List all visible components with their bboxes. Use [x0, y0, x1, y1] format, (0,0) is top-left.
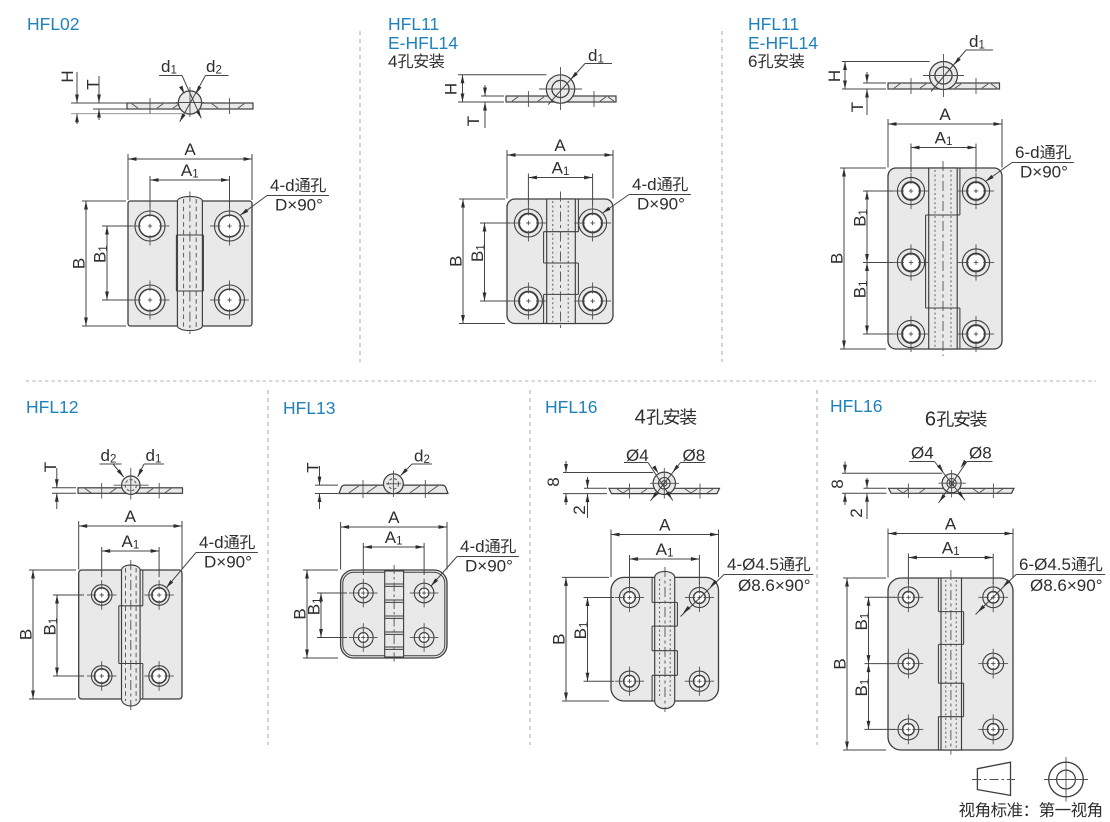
svg-text:4-Ø4.5: 4-Ø4.5 — [727, 555, 779, 574]
svg-text:HFL16: HFL16 — [830, 396, 883, 416]
svg-text:T: T — [848, 102, 867, 112]
svg-text:B: B — [828, 253, 847, 264]
svg-text:4: 4 — [388, 52, 397, 71]
svg-text:Ø8: Ø8 — [683, 446, 706, 465]
svg-text:HFL02: HFL02 — [27, 14, 80, 34]
svg-text:A: A — [125, 507, 137, 526]
svg-text:D×90°: D×90° — [637, 195, 685, 214]
svg-text:6: 6 — [925, 409, 936, 431]
svg-text:Ø8.6×90°: Ø8.6×90° — [1030, 576, 1103, 595]
svg-text:HFL13: HFL13 — [283, 398, 336, 418]
svg-text:H: H — [58, 70, 77, 82]
svg-text:H: H — [442, 83, 461, 95]
svg-text:D×90°: D×90° — [204, 553, 252, 572]
svg-text:2: 2 — [570, 505, 589, 514]
svg-text:Ø8: Ø8 — [969, 444, 992, 463]
svg-text:4-d: 4-d — [460, 537, 485, 556]
svg-text:T: T — [304, 462, 323, 472]
svg-text:HFL11: HFL11 — [388, 14, 439, 34]
svg-text:HFL12: HFL12 — [26, 397, 79, 417]
svg-text:H: H — [825, 70, 844, 82]
svg-text:8: 8 — [828, 479, 847, 488]
svg-text:6-d: 6-d — [1015, 143, 1040, 162]
svg-text:A: A — [659, 516, 671, 535]
svg-text:2: 2 — [847, 508, 866, 517]
svg-text:Ø4: Ø4 — [626, 446, 649, 465]
svg-text:HFL11: HFL11 — [748, 14, 799, 34]
svg-text:A: A — [945, 515, 957, 534]
svg-text:D×90°: D×90° — [275, 196, 323, 215]
svg-text:A: A — [388, 508, 400, 527]
svg-text:B: B — [291, 608, 310, 619]
svg-text:HFL16: HFL16 — [545, 397, 598, 417]
svg-text:D×90°: D×90° — [1020, 163, 1068, 182]
svg-text:B: B — [447, 256, 466, 267]
svg-text:4-d: 4-d — [632, 175, 657, 194]
svg-text:B: B — [550, 634, 569, 645]
svg-text:A: A — [184, 140, 196, 159]
svg-text:B: B — [831, 658, 850, 669]
svg-text:Ø8.6×90°: Ø8.6×90° — [738, 576, 811, 595]
svg-text:B: B — [70, 258, 89, 269]
svg-text:B: B — [17, 629, 36, 640]
svg-text:A: A — [939, 105, 951, 124]
svg-text:4-d: 4-d — [199, 533, 224, 552]
svg-text:D×90°: D×90° — [465, 557, 513, 576]
svg-text:T: T — [41, 462, 60, 472]
svg-text:T: T — [84, 79, 103, 89]
svg-text:A: A — [554, 136, 566, 155]
svg-text:6: 6 — [748, 52, 757, 71]
svg-text:4-d: 4-d — [270, 176, 295, 195]
svg-text:T: T — [464, 116, 483, 126]
svg-text:4: 4 — [635, 407, 646, 429]
svg-text:E-HFL14: E-HFL14 — [748, 33, 818, 53]
svg-text:8: 8 — [544, 477, 563, 486]
svg-text:Ø4: Ø4 — [911, 444, 934, 463]
svg-text:E-HFL14: E-HFL14 — [388, 33, 458, 53]
svg-text:6-Ø4.5: 6-Ø4.5 — [1019, 555, 1071, 574]
